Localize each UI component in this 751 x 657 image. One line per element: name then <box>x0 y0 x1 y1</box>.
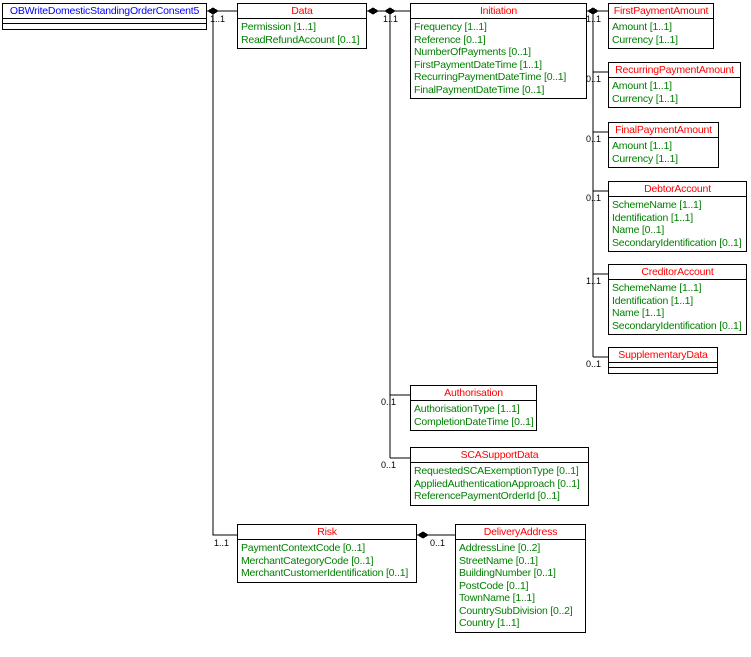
class-member-list: AuthorisationType [1..1] CompletionDateT… <box>411 401 536 430</box>
class-title: DebtorAccount <box>609 182 746 197</box>
class-box-initiation: Initiation Frequency [1..1] Reference [0… <box>410 3 587 99</box>
class-title: CreditorAccount <box>609 265 746 280</box>
empty-compartment <box>3 24 206 29</box>
class-member: CompletionDateTime [0..1] <box>414 415 534 428</box>
class-member: SecondaryIdentification [0..1] <box>612 236 742 249</box>
class-title: Data <box>238 4 366 19</box>
cardinality-label: 0..1 <box>586 359 602 369</box>
class-member: MerchantCustomerIdentification [0..1] <box>241 567 409 579</box>
class-title: OBWriteDomesticStandingOrderConsent5 <box>3 4 206 19</box>
class-member-list: Permission [1..1] ReadRefundAccount [0..… <box>238 19 366 48</box>
class-member: Country [1..1] <box>459 617 520 629</box>
class-member: Amount [1..1] <box>612 21 672 33</box>
class-title: SupplementaryData <box>609 348 717 363</box>
class-box-supplementarydata: SupplementaryData <box>608 347 718 374</box>
class-box-obwritedomesticstandingorderconsent5: OBWriteDomesticStandingOrderConsent5 <box>2 3 207 30</box>
class-member: FirstPaymentDateTime [1..1] <box>414 58 542 71</box>
class-member: RequestedSCAExemptionType [0..1] <box>414 465 579 477</box>
cardinality-label: 0..1 <box>381 397 397 407</box>
class-title: FinalPaymentAmount <box>609 123 718 138</box>
class-member: Name [1..1] <box>612 307 665 319</box>
class-member-list: RequestedSCAExemptionType [0..1] Applied… <box>411 463 588 505</box>
class-member: Identification [1..1] <box>612 294 694 307</box>
class-title: RecurringPaymentAmount <box>609 63 740 78</box>
class-member: PostCode [0..1] <box>459 579 529 592</box>
composition-diamond-icon <box>384 7 396 15</box>
class-member: Currency [1..1] <box>612 92 678 105</box>
class-box-authorisation: Authorisation AuthorisationType [1..1] C… <box>410 385 537 431</box>
class-title: Risk <box>238 525 416 540</box>
cardinality-label: 0..1 <box>586 193 602 203</box>
composition-diamond-icon <box>417 531 429 539</box>
class-member: NumberOfPayments [0..1] <box>414 46 531 58</box>
class-box-deliveryaddress: DeliveryAddress AddressLine [0..2] Stree… <box>455 524 586 633</box>
class-box-recurringpaymentamount: RecurringPaymentAmount Amount [1..1] Cur… <box>608 62 741 108</box>
cardinality-label: 0..1 <box>586 134 602 144</box>
empty-compartment <box>609 368 717 373</box>
class-member: FinalPaymentDateTime [0..1] <box>414 83 545 96</box>
cardinality-label: 1..1 <box>210 14 226 24</box>
class-member: CountrySubDivision [0..2] <box>459 604 573 617</box>
composition-diamond-icon <box>587 7 599 15</box>
class-title: DeliveryAddress <box>456 525 585 540</box>
class-member-list: SchemeName [1..1] Identification [1..1] … <box>609 280 746 334</box>
class-title: SCASupportData <box>411 448 588 463</box>
class-member: Currency [1..1] <box>612 152 678 165</box>
class-box-scasupportdata: SCASupportData RequestedSCAExemptionType… <box>410 447 589 506</box>
empty-compartment <box>609 363 717 368</box>
class-member: RecurringPaymentDateTime [0..1] <box>414 71 567 83</box>
class-member: Amount [1..1] <box>612 140 672 152</box>
class-title: Initiation <box>411 4 586 19</box>
class-box-firstpaymentamount: FirstPaymentAmount Amount [1..1] Currenc… <box>608 3 714 49</box>
class-member: AppliedAuthenticationApproach [0..1] <box>414 477 580 490</box>
connector-root-risk <box>212 13 237 536</box>
cardinality-label: 0..1 <box>586 74 602 84</box>
composition-diamond-icon <box>207 7 219 15</box>
cardinality-label: 1..1 <box>586 276 602 286</box>
class-member: ReadRefundAccount [0..1] <box>241 33 360 46</box>
class-member: TownName [1..1] <box>459 592 535 604</box>
class-member: SecondaryIdentification [0..1] <box>612 319 742 332</box>
cardinality-label: 1..1 <box>586 14 602 24</box>
class-member-list: AddressLine [0..2] StreetName [0..1] Bui… <box>456 540 585 632</box>
class-member: AddressLine [0..2] <box>459 542 541 554</box>
class-member: BuildingNumber [0..1] <box>459 567 556 579</box>
composition-diamond-icon <box>367 7 379 15</box>
class-member: SchemeName [1..1] <box>612 199 702 211</box>
class-member-list: SchemeName [1..1] Identification [1..1] … <box>609 197 746 251</box>
class-member: AuthorisationType [1..1] <box>414 403 520 415</box>
class-member: Amount [1..1] <box>612 80 672 92</box>
cardinality-label: 0..1 <box>430 538 446 548</box>
cardinality-label: 1..1 <box>383 14 399 24</box>
class-box-finalpaymentamount: FinalPaymentAmount Amount [1..1] Currenc… <box>608 122 719 168</box>
class-member: Reference [0..1] <box>414 33 486 46</box>
class-member: SchemeName [1..1] <box>612 282 702 294</box>
class-member-list: Amount [1..1] Currency [1..1] <box>609 138 718 167</box>
cardinality-label: 0..1 <box>381 460 397 470</box>
class-member-list: Frequency [1..1] Reference [0..1] Number… <box>411 19 586 98</box>
class-title: Authorisation <box>411 386 536 401</box>
class-member: Permission [1..1] <box>241 21 316 33</box>
empty-compartment <box>3 19 206 24</box>
class-member: Frequency [1..1] <box>414 21 487 33</box>
class-member: Name [0..1] <box>612 224 665 236</box>
class-member-list: PaymentContextCode [0..1] MerchantCatego… <box>238 540 416 582</box>
cardinality-label: 1..1 <box>214 538 230 548</box>
class-member: ReferencePaymentOrderId [0..1] <box>414 490 560 502</box>
class-member: Identification [1..1] <box>612 211 694 224</box>
class-member-list: Amount [1..1] Currency [1..1] <box>609 78 740 107</box>
class-box-data: Data Permission [1..1] ReadRefundAccount… <box>237 3 367 49</box>
class-member: StreetName [0..1] <box>459 554 538 567</box>
class-box-creditoraccount: CreditorAccount SchemeName [1..1] Identi… <box>608 264 747 335</box>
class-member: PaymentContextCode [0..1] <box>241 542 365 554</box>
class-member: MerchantCategoryCode [0..1] <box>241 554 374 567</box>
class-box-debtoraccount: DebtorAccount SchemeName [1..1] Identifi… <box>608 181 747 252</box>
class-box-risk: Risk PaymentContextCode [0..1] MerchantC… <box>237 524 417 583</box>
class-member-list: Amount [1..1] Currency [1..1] <box>609 19 713 48</box>
class-member: Currency [1..1] <box>612 33 678 46</box>
class-title: FirstPaymentAmount <box>609 4 713 19</box>
